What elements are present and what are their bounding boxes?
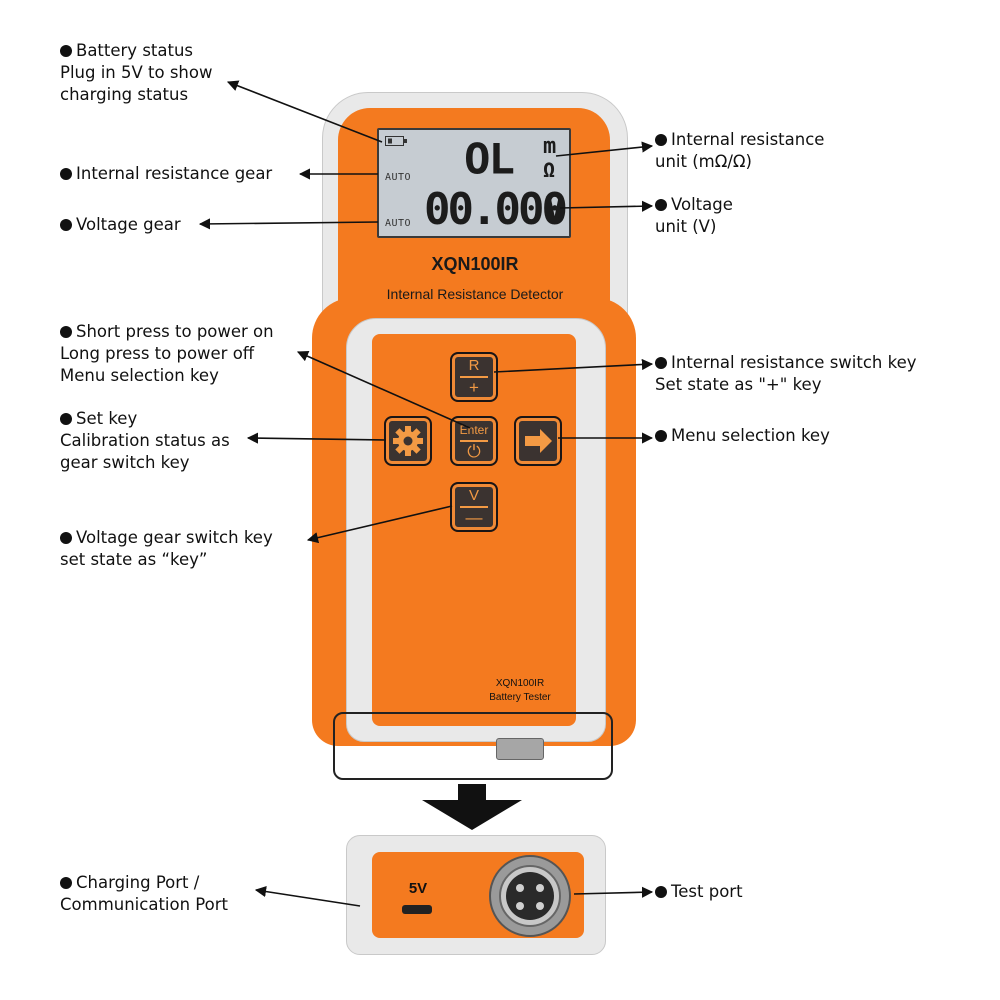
milli-unit: m [543, 134, 557, 159]
v-minus-key[interactable]: V — [450, 482, 498, 532]
gear-icon [393, 426, 423, 456]
usb-port-icon [402, 905, 432, 914]
ohm-unit: Ω [543, 158, 556, 182]
callout-voltage-gear: Voltage gear [60, 214, 181, 236]
power-icon: ⏻ [467, 442, 481, 461]
volt-unit: V [545, 190, 565, 228]
callout-set-key: Set key Calibration status as gear switc… [60, 409, 230, 472]
voltage-gear-indicator: AUTO [385, 218, 412, 229]
callout-test-port: Test port [655, 881, 743, 903]
callout-charging-port: Charging Port / Communication Port [60, 873, 229, 914]
model-subtitle: Internal Resistance Detector [386, 286, 564, 302]
bottom-tester-label: Battery Tester [489, 692, 551, 703]
gear-key[interactable] [384, 416, 432, 466]
callout-voltage-switch: Voltage gear switch key set state as “ke… [60, 528, 273, 569]
r-plus-key[interactable]: R + [450, 352, 498, 402]
battery-icon [385, 136, 407, 149]
v-key-label: V [468, 487, 479, 504]
ir-gear-indicator: AUTO [385, 172, 412, 183]
callout-battery-status: Battery status Plug in 5V to show chargi… [60, 41, 213, 104]
callout-volt-unit: Voltage unit (V) [655, 195, 733, 236]
callout-menu-key: Menu selection key [655, 425, 830, 447]
connector-stub [496, 738, 544, 760]
plus-label: + [469, 378, 479, 397]
bottom-model-label: XQN100IR [495, 678, 545, 689]
arrow-key[interactable] [514, 416, 562, 466]
down-arrow-icon [422, 784, 522, 830]
port-label-5v: 5V [408, 880, 428, 897]
callout-ir-gear: Internal resistance gear [60, 163, 272, 185]
r-key-label: R [468, 357, 480, 374]
resistance-reading: OL [464, 135, 515, 184]
model-label: XQN100IR [431, 254, 519, 274]
arrow-right-icon [525, 429, 552, 453]
enter-power-key[interactable]: Enter ⏻ [450, 416, 498, 466]
lcd-screen: AUTO OL m Ω AUTO 00.000 V [377, 128, 571, 238]
voltage-reading: 00.000 [424, 184, 568, 235]
test-port-connector [489, 855, 571, 937]
highlight-box [333, 712, 613, 780]
callout-ir-unit: Internal resistance unit (mΩ/Ω) [655, 130, 825, 171]
callout-power: Short press to power on Long press to po… [60, 322, 274, 385]
callout-ir-switch: Internal resistance switch key Set state… [655, 353, 917, 394]
minus-label: — [465, 508, 483, 527]
